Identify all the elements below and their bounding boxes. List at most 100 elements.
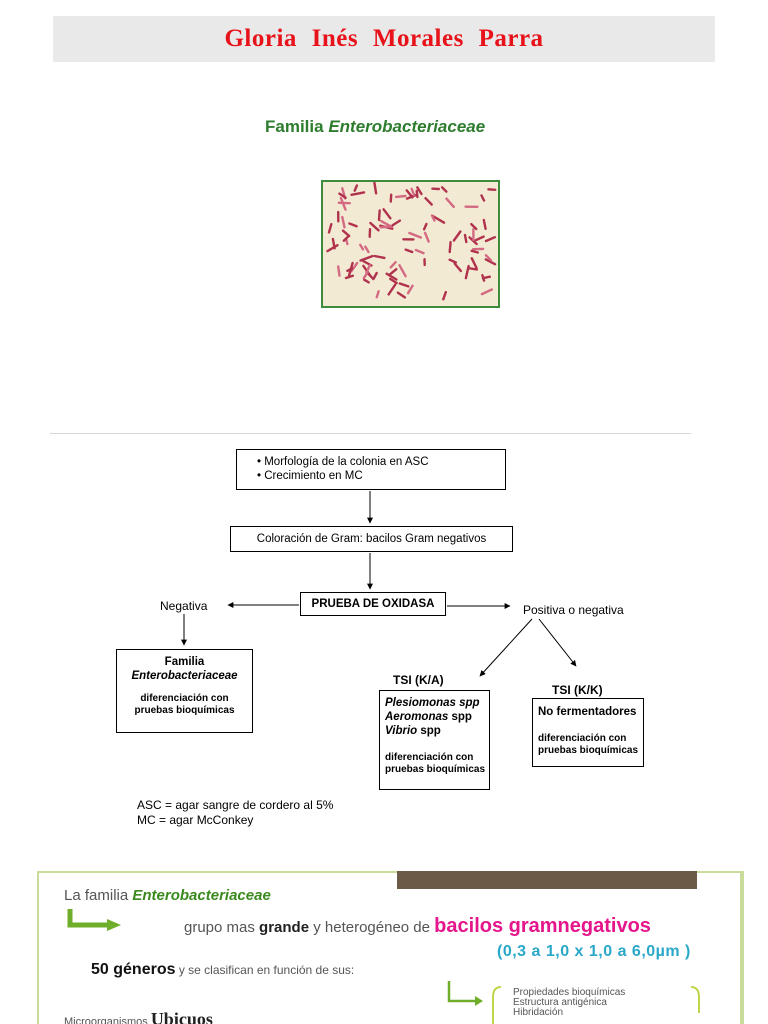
flow-family-box: Familia Enterobacteriaceae diferenciació… bbox=[116, 649, 253, 733]
flow-kk-box: No fermentadores diferenciación con prue… bbox=[532, 698, 644, 767]
bacillus-rod bbox=[396, 291, 407, 299]
arrow-to-tsi-ka bbox=[479, 618, 533, 677]
flow-kk-title: No fermentadores bbox=[538, 706, 637, 718]
green-arrow-icon bbox=[67, 909, 121, 931]
bacillus-rod bbox=[410, 187, 416, 197]
flow-ka-genus-2-spp: spp bbox=[448, 711, 472, 723]
bacillus-rod bbox=[474, 235, 485, 242]
bacillus-rod bbox=[424, 197, 433, 206]
flow-legend-mc: MC = agar McConkey bbox=[137, 813, 254, 827]
flow-tsi-ka-label: TSI (K/A) bbox=[393, 673, 444, 687]
bacillus-rod bbox=[480, 288, 494, 296]
author-first-name: Gloria bbox=[224, 25, 297, 52]
slide-props-list: Propiedades bioquímicas Estructura antig… bbox=[513, 988, 625, 1018]
bacillus-rod bbox=[350, 191, 366, 197]
bacillus-rod bbox=[416, 186, 423, 196]
bacillus-rod bbox=[385, 272, 398, 281]
bacillus-rod bbox=[327, 223, 333, 234]
bacillus-rod bbox=[404, 248, 414, 254]
flow-gram-text: Coloración de Gram: bacilos Gram negativ… bbox=[256, 533, 487, 545]
bacillus-rod bbox=[359, 243, 365, 251]
bacillus-rod bbox=[326, 244, 339, 253]
bacillus-rod bbox=[350, 261, 359, 273]
slide-line-1: La familia Enterobacteriaceae bbox=[64, 887, 271, 904]
bacillus-rod bbox=[398, 282, 410, 288]
bacillus-rod bbox=[452, 230, 462, 242]
bacillus-rod bbox=[448, 258, 458, 264]
bacillus-rod bbox=[415, 189, 419, 199]
flow-kk-diff-1: diferenciación con bbox=[538, 733, 627, 744]
bacillus-rod bbox=[470, 249, 480, 254]
flow-positive-label: Positiva o negativa bbox=[523, 603, 624, 617]
bacillus-rod bbox=[372, 271, 378, 280]
slide-genera-rest: y se clasifican en función de sus: bbox=[175, 963, 355, 977]
bacillus-rod bbox=[379, 225, 394, 229]
bacillus-rod bbox=[484, 258, 497, 266]
bacillus-rod bbox=[394, 194, 407, 199]
bacillus-rod bbox=[398, 264, 407, 278]
slide-panel: La familia Enterobacteriaceae grupo mas … bbox=[37, 871, 744, 1024]
bacillus-rod bbox=[414, 248, 425, 255]
bacillus-rod bbox=[388, 267, 398, 277]
slide-ubiq-word: Ubicuos bbox=[150, 1009, 213, 1024]
section-divider bbox=[50, 433, 691, 434]
bacillus-rod bbox=[422, 222, 428, 231]
bacillus-rod bbox=[467, 266, 479, 271]
bacillus-rod bbox=[344, 274, 354, 280]
bacillus-rod bbox=[391, 219, 402, 227]
flow-family-label: Familia bbox=[164, 656, 205, 668]
flow-gram-box: Coloración de Gram: bacilos Gram negativ… bbox=[230, 526, 513, 552]
slide-prop-antigenic: Estructura antigénica bbox=[513, 997, 607, 1008]
flow-tsi-kk-label: TSI (K/K) bbox=[552, 683, 603, 697]
bacillus-rod bbox=[484, 254, 493, 262]
bacillus-rod bbox=[375, 290, 380, 299]
bacillus-rod bbox=[430, 214, 436, 222]
bacillus-rod bbox=[388, 277, 398, 285]
bacillus-rod bbox=[364, 245, 370, 254]
bacillus-rod bbox=[423, 231, 430, 243]
bacillus-rod bbox=[480, 194, 486, 202]
flow-family-diff-2: pruebas bioquímicas bbox=[134, 705, 235, 716]
slide-family-name: Enterobacteriaceae bbox=[132, 887, 271, 904]
family-title-prefix: Familia bbox=[265, 117, 324, 136]
slide-genera-line: 50 géneros y se clasifican en función de… bbox=[91, 961, 354, 979]
bacillus-rod bbox=[389, 260, 397, 269]
bacillus-rod bbox=[482, 218, 487, 230]
bacillus-rod bbox=[440, 186, 448, 193]
slide-ubiq-line: Microorganismos Ubicuos bbox=[64, 1009, 213, 1024]
bacillus-rod bbox=[463, 233, 468, 244]
bacillus-rod bbox=[470, 222, 478, 231]
slide-ubiq-prefix: Microorganismos bbox=[64, 1016, 151, 1024]
bacillus-rod bbox=[387, 283, 397, 296]
slide-line-2: grupo mas grande y heterogéneo de bacilo… bbox=[184, 915, 651, 938]
flow-legend-asc: ASC = agar sangre de cordero al 5% bbox=[137, 798, 334, 812]
bacillus-rod bbox=[382, 208, 392, 220]
bacillus-rod bbox=[445, 197, 456, 209]
flow-growth-line: • Crecimiento en MC bbox=[257, 470, 363, 482]
bacillus-rod bbox=[341, 215, 346, 229]
bacillus-rod bbox=[453, 262, 463, 273]
slide-l2-grande: grande bbox=[259, 919, 310, 936]
slide-line1-prefix: La familia bbox=[64, 887, 133, 904]
slide-top-bar bbox=[397, 871, 697, 889]
flow-ka-genus-3-spp: spp bbox=[417, 725, 441, 737]
flow-initial-box: • Morfología de la colonia en ASC • Crec… bbox=[236, 449, 506, 490]
bacillus-rod bbox=[481, 275, 492, 280]
bacillus-rod bbox=[470, 257, 478, 270]
flow-ka-genus-3: Vibrio bbox=[385, 725, 418, 737]
family-title-name: Enterobacteriaceae bbox=[328, 117, 486, 136]
props-bracket bbox=[492, 986, 700, 1024]
bacillus-rod bbox=[338, 192, 347, 199]
slide-prop-biochem: Propiedades bioquímicas bbox=[513, 987, 626, 998]
flow-morphology-line: • Morfología de la colonia en ASC bbox=[257, 456, 429, 468]
flow-ka-diff-1: diferenciación con bbox=[385, 752, 474, 763]
bacillus-rod bbox=[369, 221, 380, 232]
green-connector-icon bbox=[447, 981, 483, 1006]
slide-bacilos: bacilos gramnegativos bbox=[434, 915, 651, 937]
bacillus-rod bbox=[348, 222, 358, 228]
bacillus-rod bbox=[377, 209, 381, 222]
bacillus-rod bbox=[373, 182, 378, 195]
slide-prop-hybrid: Hibridación bbox=[513, 1007, 564, 1018]
flow-ka-diff-2: pruebas bioquímicas bbox=[385, 764, 486, 775]
author-surname-2: Parra bbox=[478, 25, 544, 52]
